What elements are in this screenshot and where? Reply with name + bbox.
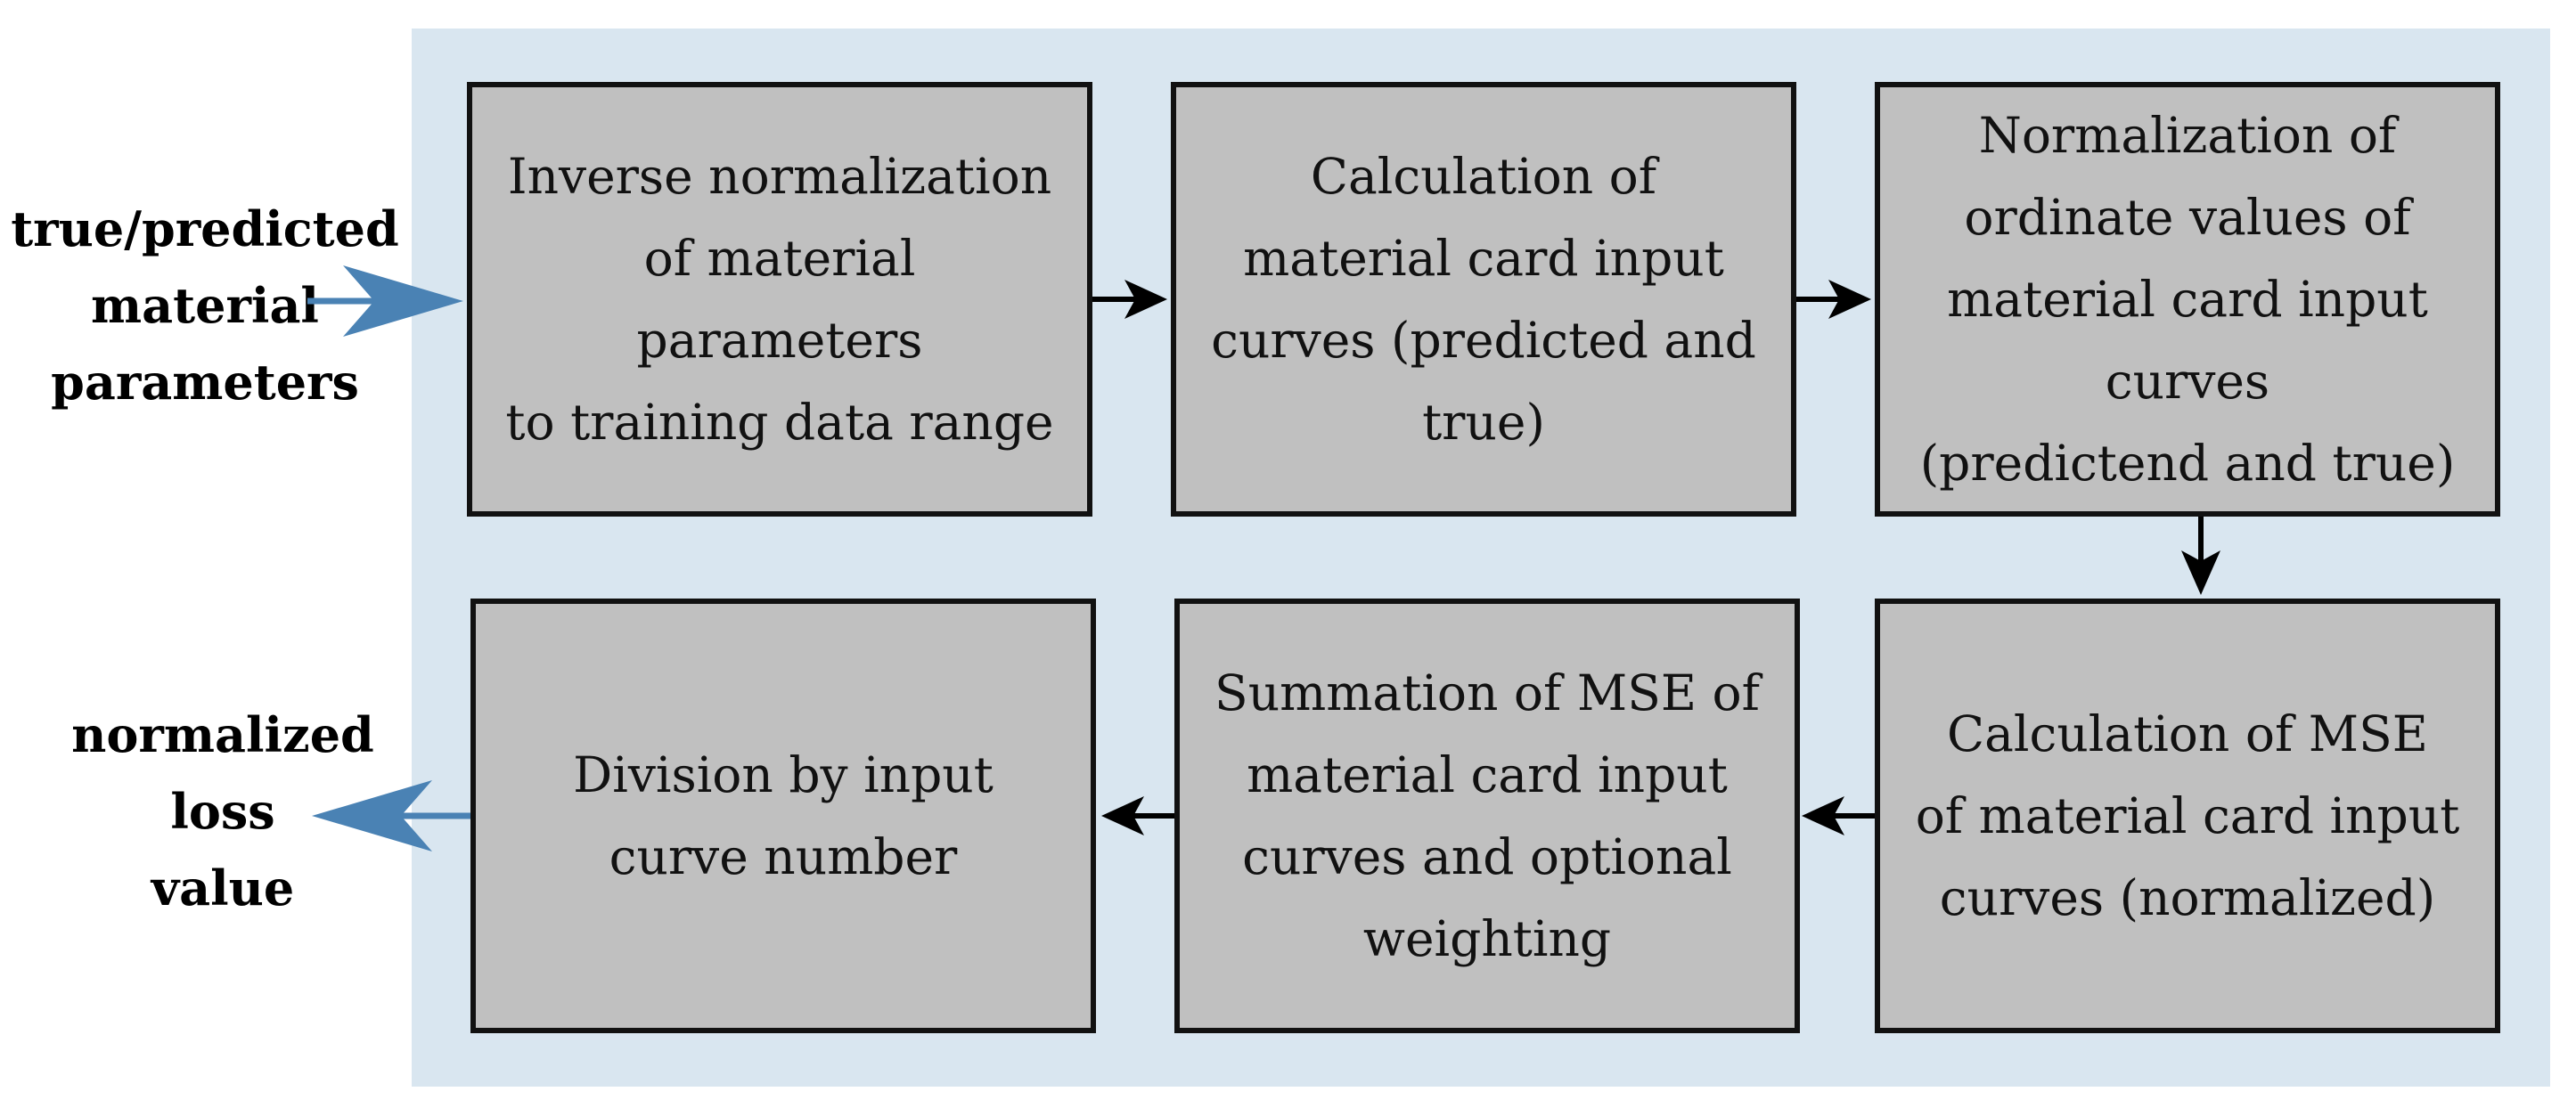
step-inverse-normalization-text: Inverse normalization of material parame… — [505, 148, 1054, 451]
step-division-text: Division by input curve number — [573, 746, 994, 885]
step-inverse-normalization-box: Inverse normalization of material parame… — [467, 82, 1092, 517]
arrow-step4-to-step5 — [1802, 796, 1875, 835]
arrow-step2-to-step3 — [1796, 280, 1871, 319]
input-label: true/predicted material parameters — [11, 200, 399, 411]
arrow-step3-to-step4 — [2181, 517, 2220, 595]
step-mse-calculation-text: Calculation of MSE of material card inpu… — [1915, 705, 2460, 926]
step-mse-calculation-box: Calculation of MSE of material card inpu… — [1875, 599, 2500, 1033]
step-division-box: Division by input curve number — [470, 599, 1096, 1033]
output-label: normalized loss value — [71, 706, 374, 917]
step-ordinate-normalization-text: Normalization of ordinate values of mate… — [1919, 107, 2456, 492]
arrow-step1-to-step2 — [1092, 280, 1167, 319]
step-curve-calculation-box: Calculation of material card input curve… — [1171, 82, 1796, 517]
step-ordinate-normalization-box: Normalization of ordinate values of mate… — [1875, 82, 2500, 517]
arrow-step5-to-step6 — [1101, 796, 1174, 835]
step-curve-calculation-text: Calculation of material card input curve… — [1211, 148, 1756, 451]
step-mse-summation-box: Summation of MSE of material card input … — [1174, 599, 1800, 1033]
output-arrow — [312, 780, 470, 851]
step-mse-summation-text: Summation of MSE of material card input … — [1214, 664, 1760, 967]
input-arrow — [307, 265, 463, 337]
